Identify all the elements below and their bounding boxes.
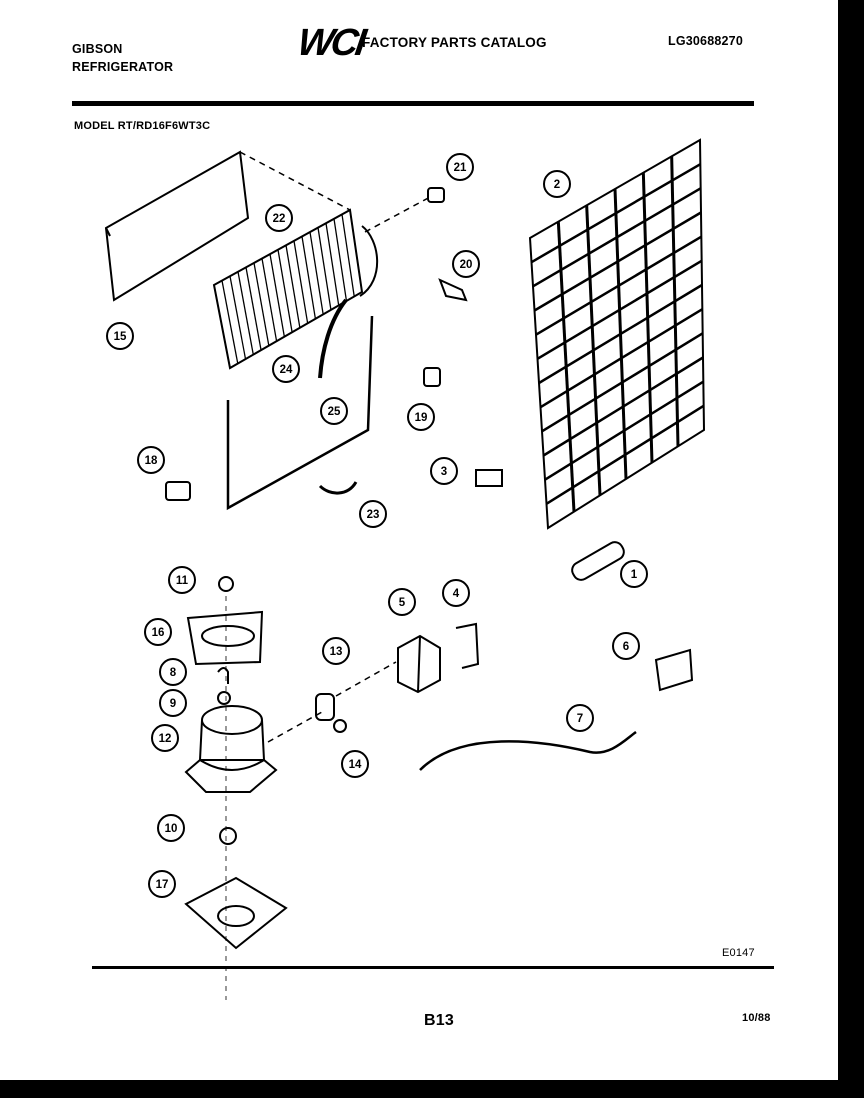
callout-label: 14: [349, 759, 362, 771]
callout-label: 12: [159, 733, 172, 745]
callout-label: 10: [165, 823, 178, 835]
callout-layer: 1234567891011121314151617181920212223242…: [106, 153, 648, 898]
capillary-tube-part: [226, 315, 374, 511]
product-type: REFRIGERATOR: [72, 60, 174, 74]
callout-label: 17: [156, 879, 169, 891]
callout-14: 14: [341, 750, 369, 778]
callout-6: 6: [612, 632, 640, 660]
callout-label: 16: [152, 627, 165, 639]
callout-5: 5: [388, 588, 416, 616]
revision-date: 10/88: [742, 1012, 771, 1024]
callout-label: 15: [114, 331, 127, 343]
callout-label: 2: [554, 179, 560, 191]
callout-23: 23: [359, 500, 387, 528]
callout-8: 8: [159, 658, 187, 686]
callout-7: 7: [566, 704, 594, 732]
catalog-number: LG30688270: [668, 34, 743, 48]
catalog-page: GIBSON REFRIGERATOR WCI FACTORY PARTS CA…: [0, 0, 838, 1080]
power-cord-part: [419, 730, 637, 771]
callout-label: 8: [170, 667, 177, 679]
callout-12: 12: [151, 724, 179, 752]
connector-part: [318, 481, 358, 495]
callout-label: 18: [145, 455, 158, 467]
retainer-part: [475, 469, 503, 487]
callout-17: 17: [148, 870, 176, 898]
callout-label: 25: [328, 406, 341, 418]
callout-label: 5: [399, 597, 406, 609]
overload-part: [333, 719, 347, 733]
grommet-part: [217, 691, 231, 705]
callout-2: 2: [543, 170, 571, 198]
callout-label: 21: [454, 162, 467, 174]
callout-label: 6: [623, 641, 629, 653]
callout-13: 13: [322, 637, 350, 665]
page-number: B13: [424, 1012, 454, 1029]
callout-label: 19: [415, 412, 428, 424]
callout-label: 20: [460, 259, 473, 271]
callout-20: 20: [452, 250, 480, 278]
bracket-part: [438, 278, 468, 302]
callout-1: 1: [620, 560, 648, 588]
top-rule: [72, 101, 754, 106]
catalog-title: FACTORY PARTS CATALOG: [362, 35, 547, 50]
diagram-code: E0147: [722, 947, 755, 959]
callout-label: 24: [280, 364, 293, 376]
drier-part: [571, 541, 625, 581]
callout-4: 4: [442, 579, 470, 607]
base-bracket-part: [184, 876, 288, 950]
evaporator-coil-part: [212, 208, 379, 370]
callout-16: 16: [144, 618, 172, 646]
callout-18: 18: [137, 446, 165, 474]
strap-part: [455, 622, 480, 669]
compressor-part: [184, 705, 278, 793]
callout-label: 22: [273, 213, 286, 225]
brand-name: GIBSON: [72, 42, 123, 56]
callout-9: 9: [159, 689, 187, 717]
callout-19: 19: [407, 403, 435, 431]
clip-part: [427, 187, 445, 203]
callout-label: 11: [176, 575, 189, 587]
relay-part: [315, 693, 335, 721]
tube-part: [318, 298, 348, 379]
exploded-parts-diagram: 1234567891011121314151617181920212223242…: [104, 138, 706, 1000]
relay-box-part: [397, 634, 441, 694]
clip-pin-part: [217, 667, 229, 684]
callout-21: 21: [446, 153, 474, 181]
model-number: MODEL RT/RD16F6WT3C: [74, 120, 211, 132]
bottom-rule: [92, 966, 774, 969]
condenser-part: [528, 138, 706, 530]
callout-label: 7: [577, 713, 583, 725]
plate-part: [654, 648, 694, 692]
callout-label: 23: [367, 509, 380, 521]
callout-label: 1: [631, 569, 638, 581]
callout-25: 25: [320, 397, 348, 425]
callout-label: 3: [441, 466, 447, 478]
callout-label: 4: [453, 588, 460, 600]
callout-11: 11: [168, 566, 196, 594]
callout-10: 10: [157, 814, 185, 842]
callout-3: 3: [430, 457, 458, 485]
callout-24: 24: [272, 355, 300, 383]
cover-part: [186, 610, 264, 666]
callout-label: 9: [170, 698, 176, 710]
panel-part: [104, 150, 250, 302]
nut-part: [218, 576, 234, 592]
clamp-part: [423, 367, 441, 387]
callout-22: 22: [265, 204, 293, 232]
callout-15: 15: [106, 322, 134, 350]
callout-label: 13: [330, 646, 343, 658]
washer-part: [219, 827, 237, 845]
block-part: [165, 481, 191, 501]
